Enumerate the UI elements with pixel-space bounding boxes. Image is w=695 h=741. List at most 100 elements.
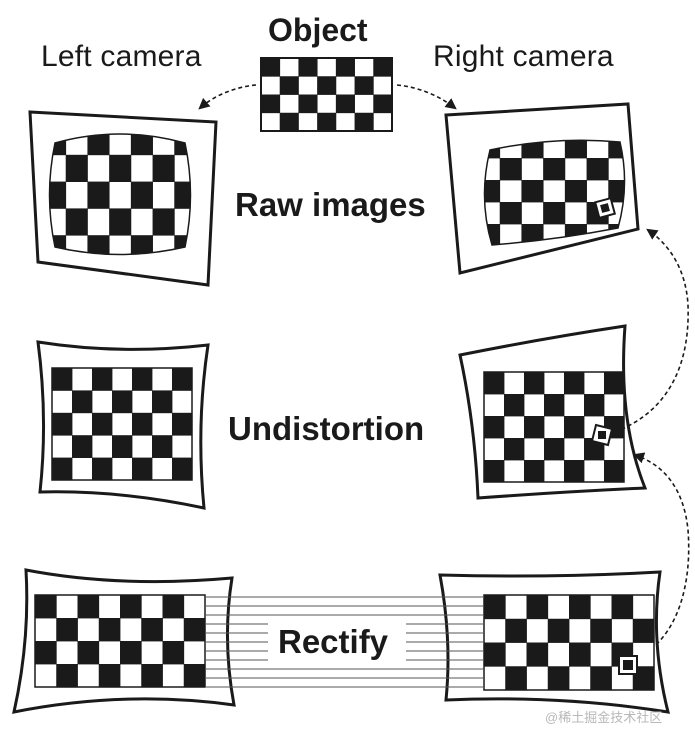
checker-square: [279, 112, 299, 132]
checker-square: [112, 390, 133, 414]
checker-square: [162, 641, 185, 665]
right-raw-image: [444, 102, 640, 275]
checker-square: [152, 208, 175, 236]
checker-square: [590, 618, 612, 643]
checker-square: [130, 235, 153, 255]
checker-square: [499, 158, 522, 181]
checker-square: [584, 394, 605, 417]
checker-square: [484, 642, 506, 667]
checker-square: [132, 368, 153, 391]
checker-square: [87, 134, 110, 156]
left-camera-label: Left camera: [41, 40, 202, 73]
checker-square: [183, 618, 206, 642]
left-raw-image: [28, 110, 218, 287]
checker-square: [564, 372, 585, 395]
checker-square: [484, 416, 505, 439]
checker-square: [298, 58, 318, 77]
checker-square: [56, 618, 78, 642]
right-undistorted-image: [458, 324, 648, 500]
checker-square: [590, 666, 612, 691]
checker-square: [109, 208, 132, 236]
checker-square: [604, 372, 625, 395]
checker-square: [130, 134, 153, 156]
checker-square: [544, 394, 565, 417]
checker-square: [526, 595, 549, 620]
checker-square: [152, 435, 173, 458]
checker-square: [586, 158, 609, 181]
checker-square: [98, 618, 121, 642]
checker-square: [162, 595, 185, 619]
checker-square: [604, 460, 625, 483]
checker-square: [524, 416, 545, 439]
checker-square: [504, 394, 525, 417]
checker-square: [35, 641, 57, 665]
checker-square: [569, 595, 591, 620]
checker-square: [98, 664, 121, 688]
right-undistorted-marker: [590, 423, 614, 447]
left-undistorted-image: [36, 340, 210, 510]
checker-square: [77, 641, 100, 665]
checker-square: [317, 112, 337, 132]
right-rectified-marker: [618, 655, 638, 675]
checker-square: [72, 390, 93, 414]
checker-square: [132, 412, 153, 436]
checker-square: [130, 181, 153, 209]
checker-square: [65, 208, 88, 236]
checker-square: [56, 664, 78, 688]
checker-square: [49, 181, 67, 209]
checker-square: [120, 641, 142, 665]
checker-square: [87, 235, 110, 255]
checker-square: [141, 664, 163, 688]
checker-square: [172, 368, 193, 391]
checker-square: [564, 180, 587, 203]
checker-square: [521, 180, 544, 203]
checker-square: [524, 372, 545, 395]
checker-square: [484, 460, 505, 483]
checker-square: [92, 368, 113, 391]
arrow-object-to-left-camera: [198, 84, 257, 110]
checker-square: [354, 76, 374, 95]
checker-square: [569, 642, 591, 667]
checker-square: [544, 438, 565, 461]
right-camera-label: Right camera: [433, 40, 614, 73]
checker-square: [335, 58, 355, 77]
checker-square: [261, 58, 281, 77]
checker-square: [335, 94, 355, 114]
checker-square: [109, 154, 132, 182]
checker-square: [152, 390, 173, 414]
checker-square: [317, 76, 337, 95]
checker-square: [521, 140, 544, 159]
checker-square: [152, 154, 175, 182]
checker-square: [141, 618, 163, 642]
checker-square: [52, 412, 73, 436]
arrow-undistort-to-raw: [614, 228, 689, 433]
checker-square: [65, 154, 88, 182]
watermark: @稀土掘金技术社区: [545, 710, 663, 725]
checker-square: [484, 372, 505, 395]
checker-square: [632, 666, 655, 691]
rectify-label: Rectify: [278, 623, 389, 660]
checker-square: [505, 666, 527, 691]
checker-square: [52, 457, 73, 481]
checker-square: [484, 180, 501, 203]
left-rectified-image: [12, 568, 236, 714]
checker-square: [547, 618, 570, 643]
checker-square: [52, 368, 73, 391]
checker-square: [354, 112, 374, 132]
undistortion-label: Undistortion: [228, 410, 425, 447]
object-checkerboard: [260, 57, 393, 132]
checker-square: [92, 457, 113, 481]
checker-square: [261, 94, 281, 114]
object-label: Object: [268, 12, 368, 48]
raw-images-label: Raw images: [235, 186, 426, 223]
checker-square: [608, 180, 625, 203]
checker-square: [543, 202, 566, 225]
checker-square: [120, 595, 142, 619]
arrow-rectify-to-undistort: [632, 452, 690, 661]
checker-square: [35, 595, 57, 619]
checker-square: [183, 664, 206, 688]
checker-square: [504, 438, 525, 461]
checker-square: [132, 457, 153, 481]
checker-square: [564, 416, 585, 439]
